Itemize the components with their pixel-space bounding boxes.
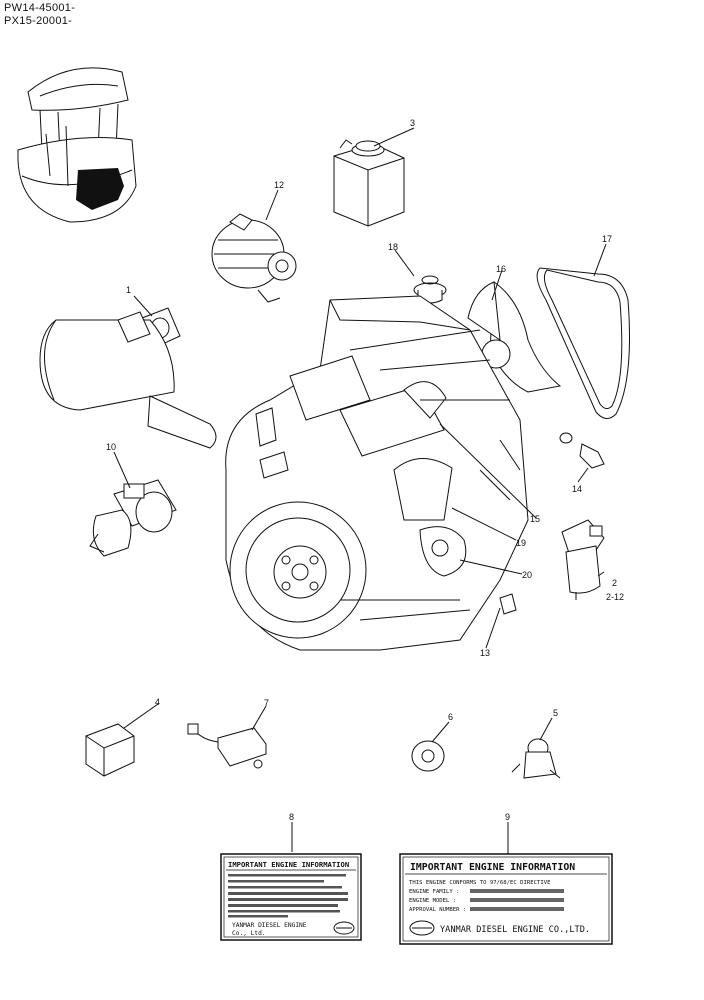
callout-18: 18 (388, 242, 398, 252)
small-plate-footer-2: Co., Ltd. (232, 930, 266, 937)
large-plate-line-4: APPROVAL NUMBER : (409, 907, 466, 913)
callout-labels: 1 2 2-12 3 4 5 6 7 8 9 10 12 13 14 15 16… (106, 118, 624, 822)
callout-leaders (113, 127, 607, 854)
callout-20: 20 (522, 570, 532, 580)
callout-7: 7 (264, 698, 269, 708)
engine-info-plate-small: IMPORTANT ENGINE INFORMATION YANMAR DIES… (220, 853, 362, 941)
machine-overview-illustration (17, 67, 137, 223)
callout-14: 14 (572, 484, 582, 494)
callout-16: 16 (496, 264, 506, 274)
solenoid-illustration (511, 738, 561, 779)
temperature-sender-illustration (559, 432, 605, 469)
v-belt-illustration (536, 267, 630, 419)
alternator-illustration (211, 213, 297, 303)
callout-3: 3 (410, 118, 415, 128)
callout-9: 9 (505, 812, 510, 822)
fan-illustration (467, 281, 562, 393)
callout-1: 1 (126, 285, 131, 295)
oil-pressure-switch-illustration (499, 593, 517, 615)
muffler-illustration (39, 311, 217, 449)
callout-5: 5 (553, 708, 558, 718)
large-plate-line-2: ENGINE FAMILY : (409, 889, 460, 895)
small-plate-title: IMPORTANT ENGINE INFORMATION (228, 860, 349, 869)
callout-6: 6 (448, 712, 453, 722)
engine-info-plate-large: IMPORTANT ENGINE INFORMATION THIS ENGINE… (399, 853, 613, 945)
serial-range-2: PX15-20001- (4, 15, 73, 27)
callout-19: 19 (516, 538, 526, 548)
small-plate-footer-1: YANMAR DIESEL ENGINE (232, 922, 307, 929)
callout-2-12: 2-12 (606, 592, 624, 602)
large-plate-footer: YANMAR DIESEL ENGINE CO.,LTD. (440, 925, 590, 935)
callout-10: 10 (106, 442, 116, 452)
serial-range-1: PW14-45001- (4, 2, 76, 14)
large-plate-line-1: THIS ENGINE CONFORMS TO 97/68/EC DIRECTI… (409, 880, 551, 886)
callout-12: 12 (274, 180, 284, 190)
callout-17: 17 (602, 234, 612, 244)
starter-motor-illustration (89, 479, 177, 557)
callout-4: 4 (155, 697, 160, 707)
large-plate-line-3: ENGINE MODEL : (409, 898, 456, 904)
fuel-filter-illustration (561, 519, 605, 600)
callout-2: 2 (612, 578, 617, 588)
washer-illustration (411, 740, 445, 772)
controller-unit-illustration (187, 723, 267, 769)
reserve-tank-illustration (333, 139, 405, 227)
callout-8: 8 (289, 812, 294, 822)
relay-illustration (85, 723, 135, 777)
engine-assembly-illustration (225, 295, 529, 651)
callout-13: 13 (480, 648, 490, 658)
large-plate-title: IMPORTANT ENGINE INFORMATION (410, 862, 575, 873)
callout-15: 15 (530, 514, 540, 524)
